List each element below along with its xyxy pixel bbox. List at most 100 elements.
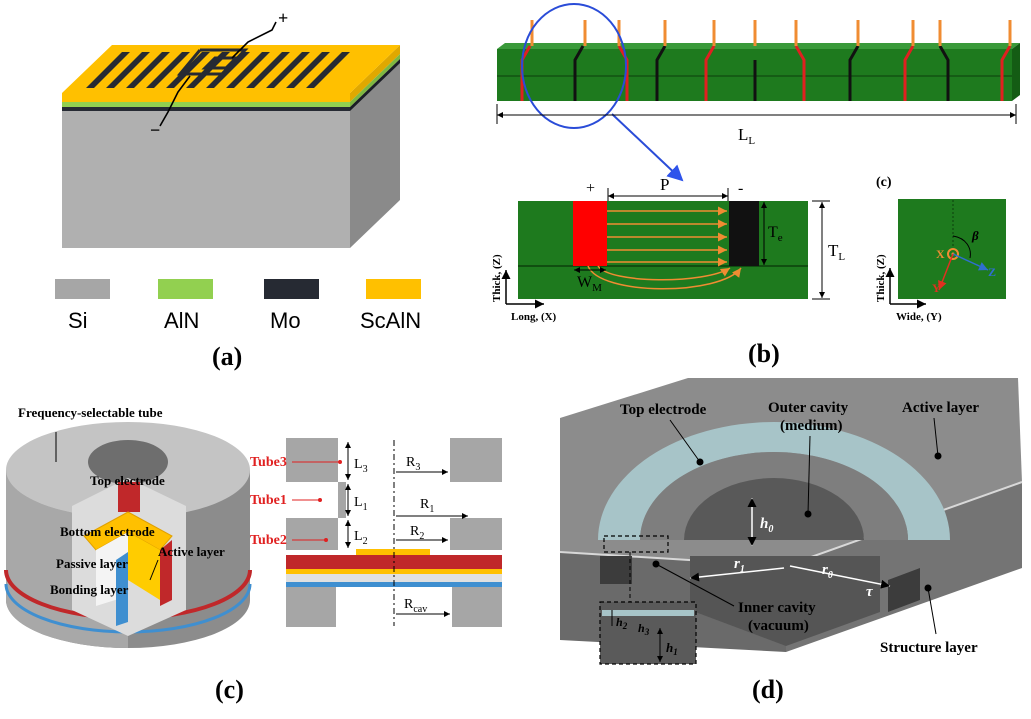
aln-layer-front [62,102,350,107]
detail-red-electrode [573,201,607,266]
legend-label-scaln: ScAlN [360,308,421,333]
aln-layer-side [350,54,400,107]
beam-top [497,43,1020,49]
detail-axis-z-label: Thick, (Z) [491,254,503,302]
r0-label-d: r0 [822,562,833,581]
si-block-front [62,110,350,248]
panel-b: LL + - P Te TL WM [491,3,1020,368]
ll-label: LL [738,125,755,147]
top-electrode-block [118,482,140,512]
d-inner-cavity-label-1: Inner cavity [738,600,816,616]
active-layer-red [160,540,172,606]
mo-layer-front [62,107,350,111]
legend-swatch-scaln [366,279,421,299]
positive-wire [231,21,277,59]
te-label: Te [768,224,783,244]
h0-label: h0 [760,516,773,535]
h3-label: h3 [638,621,650,637]
inset-beta-arc [952,235,971,259]
legend-label-mo: Mo [270,308,301,333]
l1-label: L1 [354,495,368,513]
scaln-layer-side [350,45,400,102]
l2-label: L2 [354,529,368,547]
polarity-minus: − [150,120,160,140]
inset-y-label: Y [932,281,941,295]
tube-hole [88,440,168,484]
d-structure-layer-label: Structure layer [880,640,978,656]
c-top-electrode-label: Top electrode [90,473,165,488]
d-outer-cavity-label-1: Outer cavity [768,400,849,416]
inset-z-label: Z [988,265,996,279]
r3-label: R3 [406,455,420,473]
detail-black-electrode [729,201,759,266]
d-callout-small [603,535,669,553]
d-inner-cavity-wall [690,556,880,646]
tube2-tag: Tube2 [250,533,287,548]
negative-wire [159,75,191,127]
d-top-electrode-label: Top electrode [620,402,707,418]
idt-comb-center [176,48,249,76]
panel-c-label: (c) [215,675,244,704]
inset-x-label: X [936,247,945,261]
detail-minus: - [738,180,743,197]
legend-label-si: Si [68,308,88,333]
inset-z-arrow [952,253,989,271]
d-outer-cavity-label-2: (medium) [780,418,843,434]
legend-swatch-si [55,279,110,299]
d-inner-cavity-label-2: (vacuum) [748,618,809,634]
zoom-pointer [611,113,684,182]
detail-axis-x-label: Long, (X) [511,311,557,323]
r1-label-d: r1 [734,556,745,575]
d-electrode-ring [598,422,950,540]
panel-b-label: (b) [748,339,780,368]
inset-beta-label: β [971,228,979,243]
panel-d: h0 r1 r0 τ h2 h3 h1 Top electrode Outer … [559,378,1023,704]
inset-x-circle [947,248,959,260]
tube3-tag: Tube3 [250,455,287,470]
idt-electrodes [86,52,350,88]
h2-label: h2 [616,615,628,631]
h1-label: h1 [666,640,678,657]
d-outer-cavity [640,452,908,540]
panel-a: + − Si AlN Mo ScAlN (a) [55,8,421,371]
panel-d-label: (d) [752,675,784,704]
c-active-layer-label: Active layer [158,544,225,559]
mo-layer-side [350,59,400,111]
bonding-layer-blue [116,552,128,626]
d-active-layer-label: Active layer [902,400,979,416]
field-arrows [607,206,727,267]
r2-label: R2 [410,524,424,542]
detail-plus: + [586,180,595,197]
inset-axis-y-label: Wide, (Y) [896,311,942,323]
tube1-tag: Tube1 [250,493,287,508]
legend-label-aln: AlN [164,308,199,333]
zoom-ellipse [521,3,627,129]
tube-title: Frequency-selectable tube [18,405,163,420]
panel-a-label: (a) [212,342,242,371]
c-bonding-layer-label: Bonding layer [50,582,129,597]
orange-posts [530,20,1012,46]
active-layer-yellow [128,532,160,600]
tl-label: TL [828,241,845,263]
scaln-layer-front [62,93,350,102]
inset-axis-z-label: Thick, (Z) [875,254,887,302]
rcav-label: Rcav [404,597,427,615]
inset-label: (c) [876,175,892,190]
beam-electrodes [520,45,1012,101]
pitch-label: P [660,175,669,194]
d-inner-cavity-top [684,478,864,540]
fringe-arrow-outer [587,265,742,290]
tau-label: τ [866,584,874,600]
legend-swatch-mo [264,279,319,299]
inset-y-arrow [938,253,954,291]
legend-swatch-aln [158,279,213,299]
wm-label: WM [577,274,602,294]
c-passive-layer-label: Passive layer [56,556,128,571]
beam-side [1012,43,1020,101]
si-block-side [350,62,400,248]
d-structure-block-right [888,568,920,612]
tube-cross-section [286,438,502,627]
l3-label: L3 [354,457,368,475]
panel-c: Frequency-selectable tube Top electrode … [4,405,502,704]
